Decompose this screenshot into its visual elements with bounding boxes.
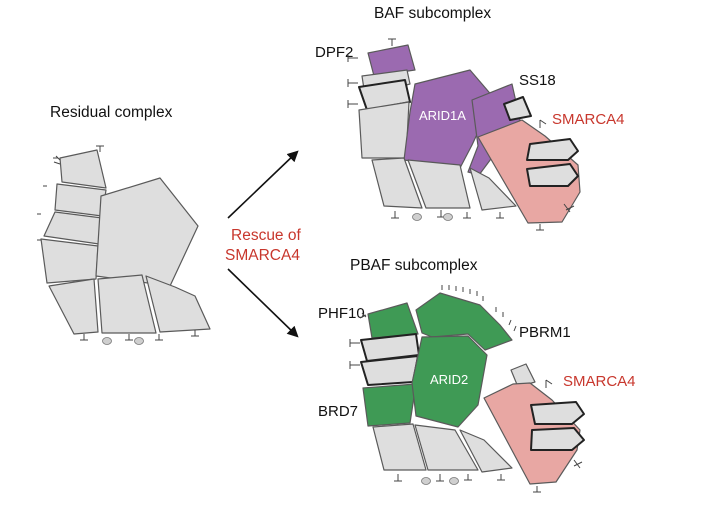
pbaf-smarca4-label: SMARCA4 — [563, 373, 636, 390]
baf-small-subunit — [503, 96, 532, 121]
baf-tails — [347, 38, 575, 231]
residual-complex-title: Residual complex — [50, 104, 173, 121]
residual-stack-subunit-2 — [43, 211, 103, 245]
pbrm1-subunit — [415, 292, 513, 351]
baf-smarca4-label: SMARCA4 — [552, 111, 625, 128]
baf-card-1 — [526, 138, 579, 161]
arid1a-label: ARID1A — [419, 108, 466, 123]
pbaf-card-2 — [530, 427, 585, 451]
residual-bottom-subunit-1 — [48, 278, 99, 335]
pbaf-knob-2 — [449, 477, 459, 485]
pbaf-stack-subunit-2 — [360, 355, 419, 386]
arrow-to-pbaf — [227, 268, 299, 338]
residual-knob-1 — [102, 337, 112, 345]
baf-knob-2 — [443, 213, 453, 221]
residual-bottom-subunit-3 — [145, 275, 211, 333]
pbaf-bottom-subunit-3 — [459, 429, 513, 473]
residual-top-subunit — [59, 149, 107, 189]
arrow-to-baf — [227, 150, 299, 219]
rescue-label-line2: SMARCA4 — [225, 247, 300, 264]
baf-knob-1 — [412, 213, 422, 221]
pbaf-tails — [349, 285, 583, 493]
rescue-label-line1: Rescue of — [231, 227, 301, 244]
residual-complex: Residual complex — [37, 104, 211, 345]
arid2-subunit — [411, 335, 488, 428]
residual-bottom-tails — [80, 330, 199, 341]
baf-bottom-subunit-1 — [371, 157, 423, 209]
residual-stack-subunit-1 — [54, 183, 107, 217]
pbaf-small-subunit — [510, 363, 536, 388]
pbaf-bottom-subunit-1 — [372, 423, 427, 471]
residual-knob-2 — [134, 337, 144, 345]
pbaf-subcomplex: PBAF subcomplex PHF10 PBRM1 BRD7 SMARCA4… — [318, 257, 636, 493]
pbaf-knob-1 — [421, 477, 431, 485]
pbaf-bottom-subunit-2 — [414, 424, 479, 471]
pbrm1-label: PBRM1 — [519, 324, 571, 341]
dpf2-subunit — [367, 44, 416, 77]
phf10-label: PHF10 — [318, 305, 365, 322]
residual-bottom-subunit-2 — [97, 274, 157, 334]
baf-title: BAF subcomplex — [374, 5, 491, 22]
residual-stack-subunit-3 — [40, 238, 99, 284]
baf-stack-subunit-2 — [358, 79, 411, 111]
residual-core-subunit — [95, 177, 199, 287]
baf-stack-subunit-3 — [358, 101, 410, 159]
residual-tails — [37, 145, 104, 241]
pbaf-card-1 — [530, 401, 585, 425]
phf10-subunit — [367, 302, 419, 339]
arid1a-subunit — [403, 69, 495, 169]
dpf2-label: DPF2 — [315, 44, 353, 61]
baf-bottom-subunit-3 — [469, 167, 517, 211]
pbaf-title: PBAF subcomplex — [350, 257, 478, 274]
brd7-subunit — [362, 383, 417, 427]
ss18-label: SS18 — [519, 72, 556, 89]
arid2-label: ARID2 — [430, 372, 468, 387]
baf-bottom-subunit-2 — [407, 159, 471, 209]
baf-subcomplex: BAF subcomplex DPF2 SS18 SMARCA4 ARID1A — [315, 5, 625, 231]
baf-card-2 — [526, 163, 579, 187]
brd7-label: BRD7 — [318, 403, 358, 420]
